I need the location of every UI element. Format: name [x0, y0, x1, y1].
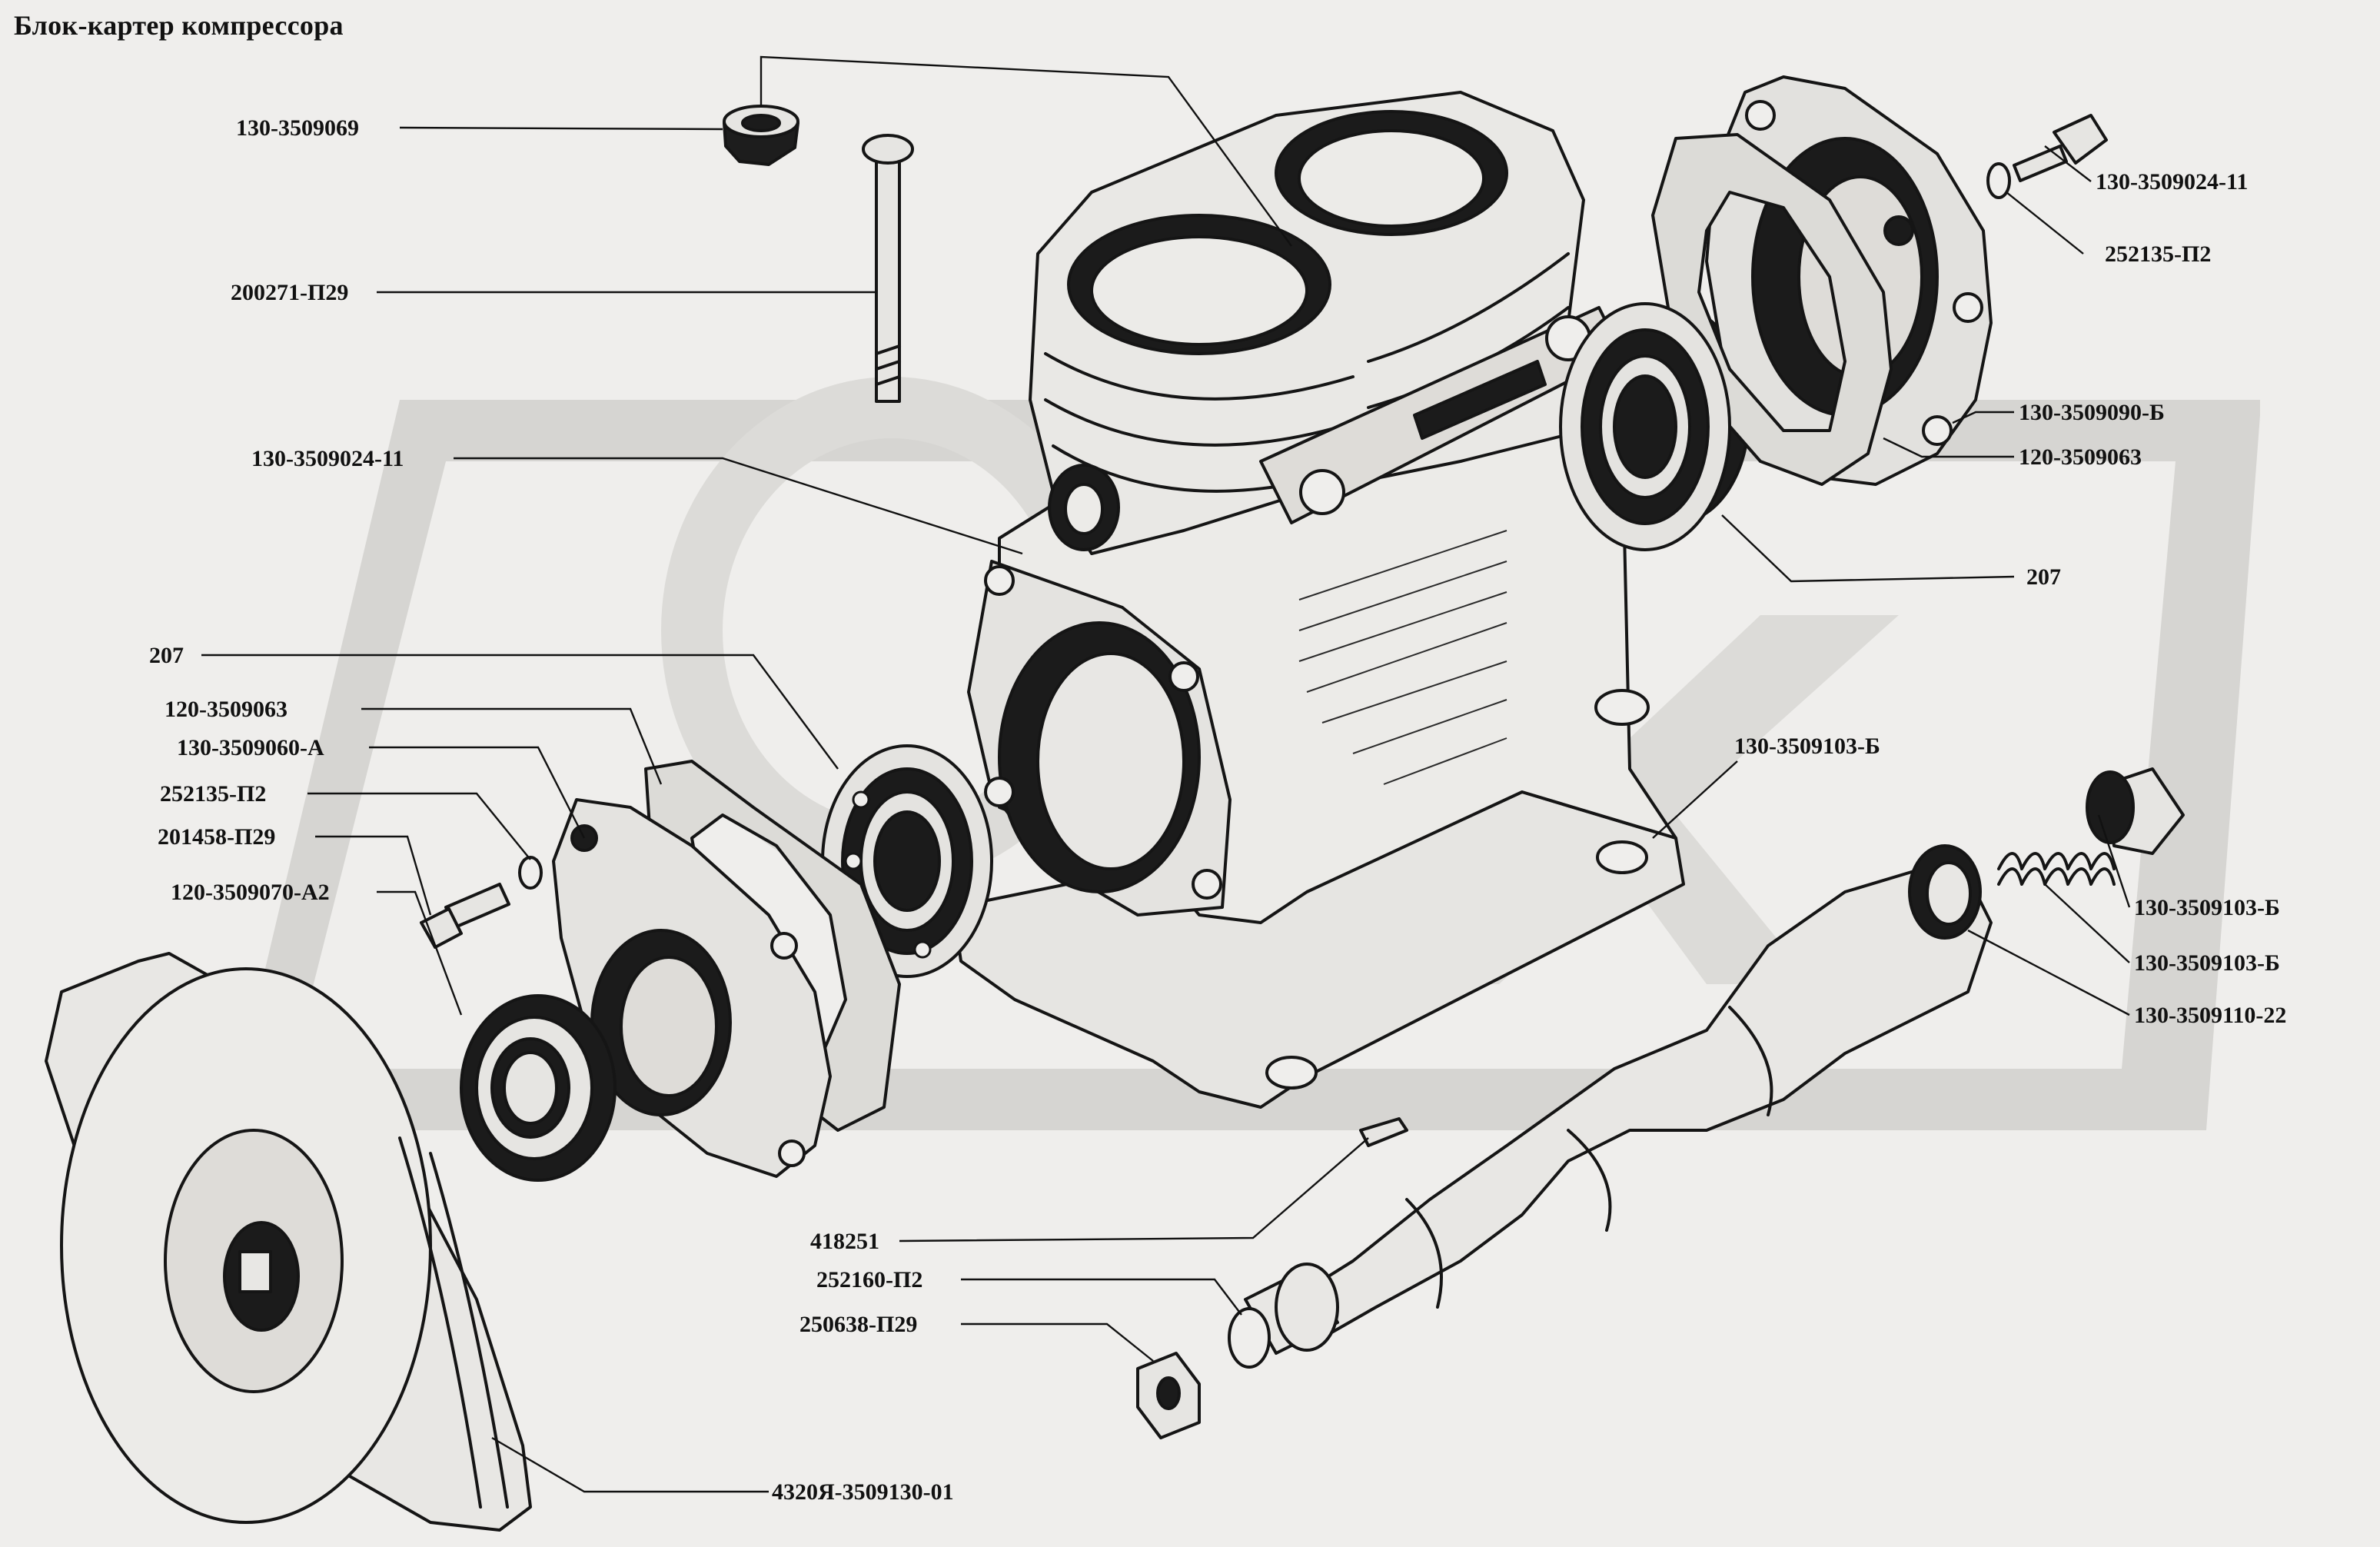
label-120-3509070-A2: 120-3509070-А2 — [171, 880, 330, 905]
label-418251: 418251 — [810, 1229, 879, 1254]
crankshaft-130-3509110-22 — [1244, 844, 1993, 1355]
leader-l12 — [1952, 411, 2014, 424]
base-mount-hole-right — [1596, 840, 1648, 874]
leader-l22 — [491, 1436, 769, 1493]
label-130-3509103-B-lower: 130-3509103-Б — [2134, 950, 2280, 976]
crankcase-front-bore-inner — [1036, 652, 1185, 870]
leader-l19 — [899, 1137, 1369, 1243]
label-207-left: 207 — [149, 643, 184, 668]
bearing-207-rear — [1559, 302, 1731, 551]
leader-l13 — [1883, 437, 2014, 458]
label-201458-P29: 201458-П29 — [158, 824, 275, 850]
label-120-3509063-left: 120-3509063 — [165, 697, 288, 722]
leader-l14 — [1721, 514, 2015, 583]
diagram-title: Блок-картер компрессора — [14, 10, 344, 41]
label-207-right: 207 — [2026, 564, 2061, 590]
leader-l09 — [377, 890, 463, 1016]
cylinder-bore-front-inner — [1090, 235, 1308, 346]
flange-hole-3 — [1192, 869, 1222, 900]
leader-l08 — [315, 835, 432, 916]
label-130-3509060-A: 130-3509060-А — [177, 735, 324, 760]
leader-plug-to-block — [760, 55, 1292, 247]
side-port-opening — [1413, 360, 1547, 440]
label-252135-P2-left: 252135-П2 — [160, 781, 266, 807]
leader-l21 — [961, 1322, 1154, 1362]
front-cover-130-3509060-A — [552, 798, 832, 1178]
crankcase-block — [952, 91, 1750, 1109]
label-130-3509103-B-center: 130-3509103-Б — [1734, 734, 1880, 759]
label-252135-P2-right: 252135-П2 — [2105, 241, 2211, 267]
label-252160-P2: 252160-П2 — [816, 1267, 922, 1292]
flange-hole-1 — [984, 565, 1015, 596]
leader-l10 — [2044, 145, 2092, 182]
leader-l06 — [369, 746, 586, 839]
leader-lines — [201, 55, 2131, 1493]
watermark-frame — [231, 400, 2260, 1130]
label-120-3509063-right: 120-3509063 — [2019, 444, 2142, 470]
label-130-3509090-B: 130-3509090-Б — [2019, 400, 2165, 425]
flange-hole-2 — [1168, 661, 1199, 692]
bearing-207-front — [821, 744, 993, 978]
side-port-hole-left — [1299, 469, 1345, 515]
label-130-3509110-22: 130-3509110-22 — [2134, 1003, 2286, 1028]
bolt-201458-P29 — [420, 883, 510, 949]
bushing-130-3509103-B — [2086, 767, 2185, 855]
cylinder-bore-rear-inner — [1298, 129, 1485, 228]
part-labels: 130-3509069 200271-П29 130-3509024-11 20… — [149, 115, 2286, 1505]
leader-l15 — [1652, 760, 1738, 839]
inlet-boss-bore — [1064, 483, 1104, 535]
leader-l18 — [1967, 929, 2130, 1016]
rear-boss-hole — [1594, 689, 1650, 726]
leader-l04 — [201, 654, 839, 770]
leader-l17 — [2044, 883, 2130, 963]
label-130-3509069: 130-3509069 — [236, 115, 359, 141]
label-130-3509024-11-left: 130-3509024-11 — [251, 446, 404, 471]
label-130-3509103-B-upper: 130-3509103-Б — [2134, 895, 2280, 920]
leader-l07 — [307, 792, 531, 860]
plug-130-3509069 — [723, 105, 799, 166]
label-250638-P29: 250638-П29 — [799, 1312, 917, 1337]
stud-200271-P29 — [862, 134, 914, 403]
block-shading — [1298, 530, 1507, 785]
flange-hole-4 — [984, 777, 1015, 807]
oil-seal-120-3509070-A2 — [460, 994, 617, 1182]
leader-l05 — [361, 707, 663, 785]
leader-l16 — [2097, 814, 2131, 908]
spring-130-3509103-B — [1997, 852, 2116, 886]
leader-l01 — [399, 126, 723, 131]
leader-l20 — [961, 1278, 1242, 1316]
washer-252135-P2-front — [518, 856, 543, 890]
label-4320Ya-3509130-01: 4320Я-3509130-01 — [772, 1479, 954, 1505]
base-mount-hole-front — [1265, 1056, 1318, 1090]
label-200271-P29: 200271-П29 — [231, 280, 348, 305]
nut-250638-P29 — [1136, 1352, 1201, 1439]
washer-252135-P2-rear — [1986, 162, 2011, 199]
label-130-3509024-11-right: 130-3509024-11 — [2096, 169, 2248, 195]
pulley-4320Ya-3509130-01 — [45, 952, 532, 1532]
lock-washer-252160-P2 — [1228, 1307, 1271, 1369]
leader-l03 — [454, 457, 1023, 555]
bolt-130-3509024-11 — [2013, 114, 2108, 182]
leader-l11 — [2006, 191, 2084, 255]
